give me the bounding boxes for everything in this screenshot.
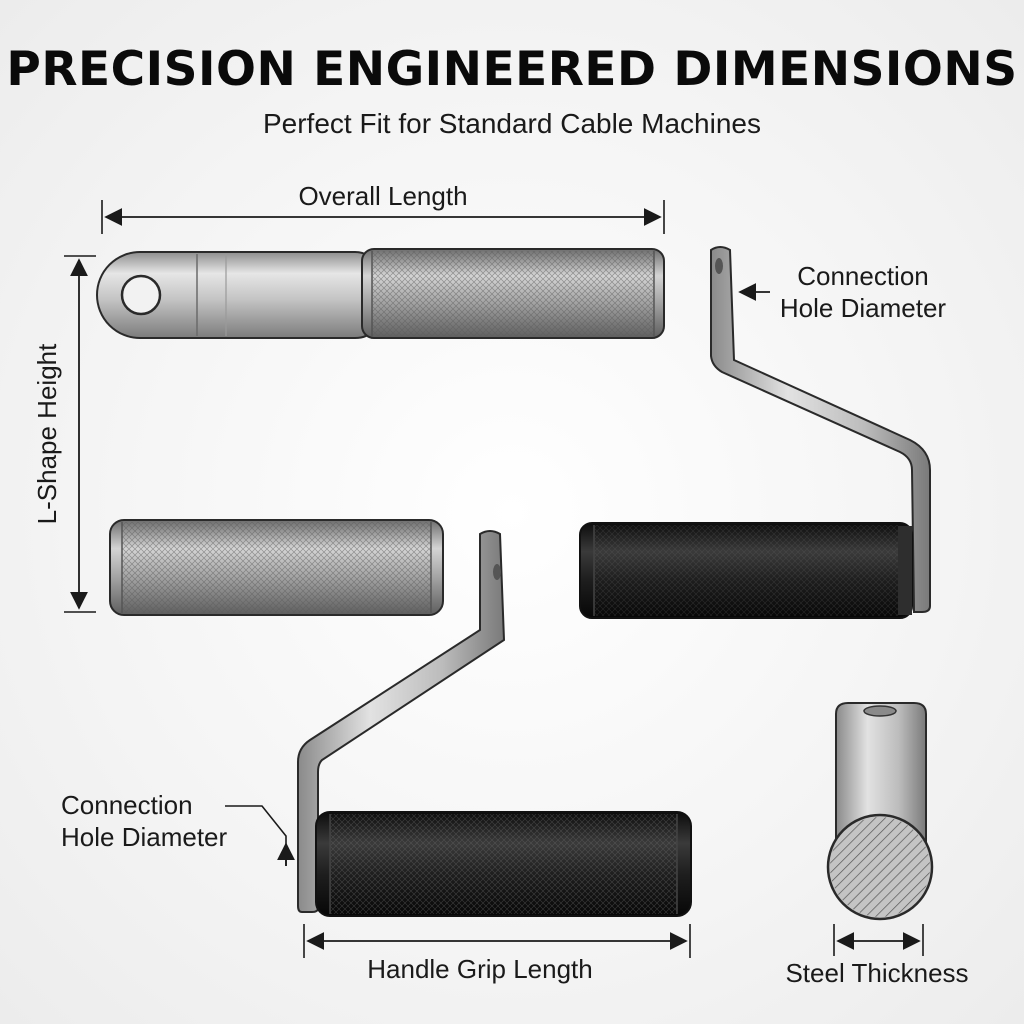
top-handle-side-view (96, 248, 665, 339)
steel-thickness-dimension (833, 924, 924, 956)
bottom-l-handle (297, 530, 692, 917)
connection-hole-left-line1: Connection (61, 790, 193, 820)
left-hole-leader (225, 805, 295, 866)
steel-cross-section (826, 702, 934, 921)
right-l-handle (579, 246, 931, 619)
page-title: PRECISION ENGINEERED DIMENSIONS (6, 42, 1018, 97)
l-shape-height-label: L-Shape Height (32, 343, 62, 525)
overall-length-label: Overall Length (298, 181, 468, 211)
connection-hole-right-line2: Hole Diameter (779, 293, 947, 323)
handle-grip-length-label: Handle Grip Length (367, 954, 593, 984)
page-subtitle: Perfect Fit for Standard Cable Machines (262, 108, 761, 139)
connection-hole-left-line2: Hole Diameter (61, 822, 228, 852)
handle-grip-length-dimension (303, 924, 691, 958)
silver-knurled-grip (109, 519, 444, 616)
overall-length-dimension (101, 200, 665, 234)
steel-thickness-label: Steel Thickness (785, 958, 969, 988)
l-shape-height-dimension (64, 255, 96, 613)
connection-hole-right-line1: Connection (797, 261, 929, 291)
